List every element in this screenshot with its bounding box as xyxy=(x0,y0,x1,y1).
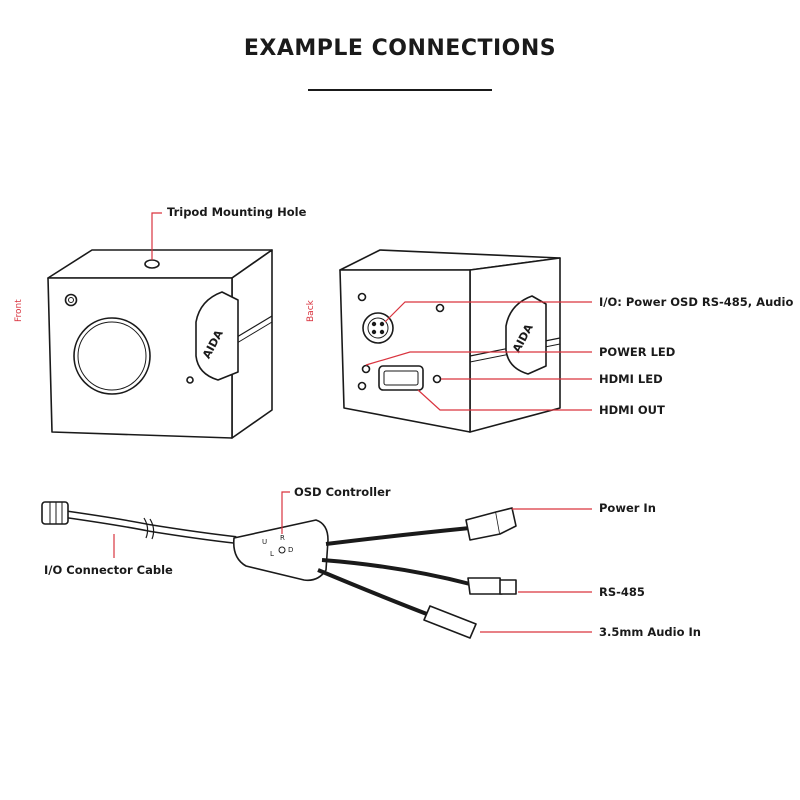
io-cable-label: I/O Connector Cable xyxy=(44,563,173,577)
osd-controller-label: OSD Controller xyxy=(294,485,391,499)
front-side-screw xyxy=(186,376,194,384)
io-connector xyxy=(362,312,394,344)
back-camera: AIDA xyxy=(339,249,561,433)
osd-mark-left: L xyxy=(270,550,274,558)
front-logo-plate xyxy=(195,291,239,381)
io-connector-plug xyxy=(41,501,69,525)
io-label: I/O: Power OSD RS-485, Audio xyxy=(599,295,794,309)
hdmi-led xyxy=(432,374,442,384)
front-small-hole xyxy=(64,293,78,307)
hdmi-out-label: HDMI OUT xyxy=(599,403,665,417)
power-in-label: Power In xyxy=(599,501,656,515)
front-lens xyxy=(73,317,151,395)
audio-in-connector xyxy=(423,605,477,639)
io-cable-assembly: U L R D xyxy=(41,501,517,639)
audio-in-label: 3.5mm Audio In xyxy=(599,625,701,639)
rs485-connector xyxy=(467,577,503,595)
power-in-tip xyxy=(495,507,517,535)
tripod-label: Tripod Mounting Hole xyxy=(167,205,307,219)
tripod-callout xyxy=(151,212,162,260)
hdmi-led-label: HDMI LED xyxy=(599,372,663,386)
osd-callout xyxy=(281,491,290,534)
page-title: EXAMPLE CONNECTIONS xyxy=(243,36,557,61)
hdmi-out-port xyxy=(378,365,424,391)
power-led-label: POWER LED xyxy=(599,345,676,359)
camera-callouts xyxy=(151,212,592,411)
back-logo-plate xyxy=(505,295,547,375)
power-led xyxy=(361,364,371,374)
osd-mark-down: D xyxy=(288,546,293,554)
power-led-callout xyxy=(365,351,592,366)
title-underline xyxy=(308,89,492,91)
tripod-mounting-hole xyxy=(144,259,160,269)
hdmi-out-callout xyxy=(417,389,592,411)
front-camera: AIDA xyxy=(47,249,273,439)
osd-controller-body xyxy=(232,519,329,582)
osd-mark-right: R xyxy=(280,534,285,542)
rs485-terminal xyxy=(499,579,517,595)
power-in-connector xyxy=(465,511,501,541)
rs485-label: RS-485 xyxy=(599,585,645,599)
osd-mark-up: U xyxy=(262,538,267,546)
cable-callouts xyxy=(113,491,592,633)
io-callout xyxy=(384,301,592,323)
